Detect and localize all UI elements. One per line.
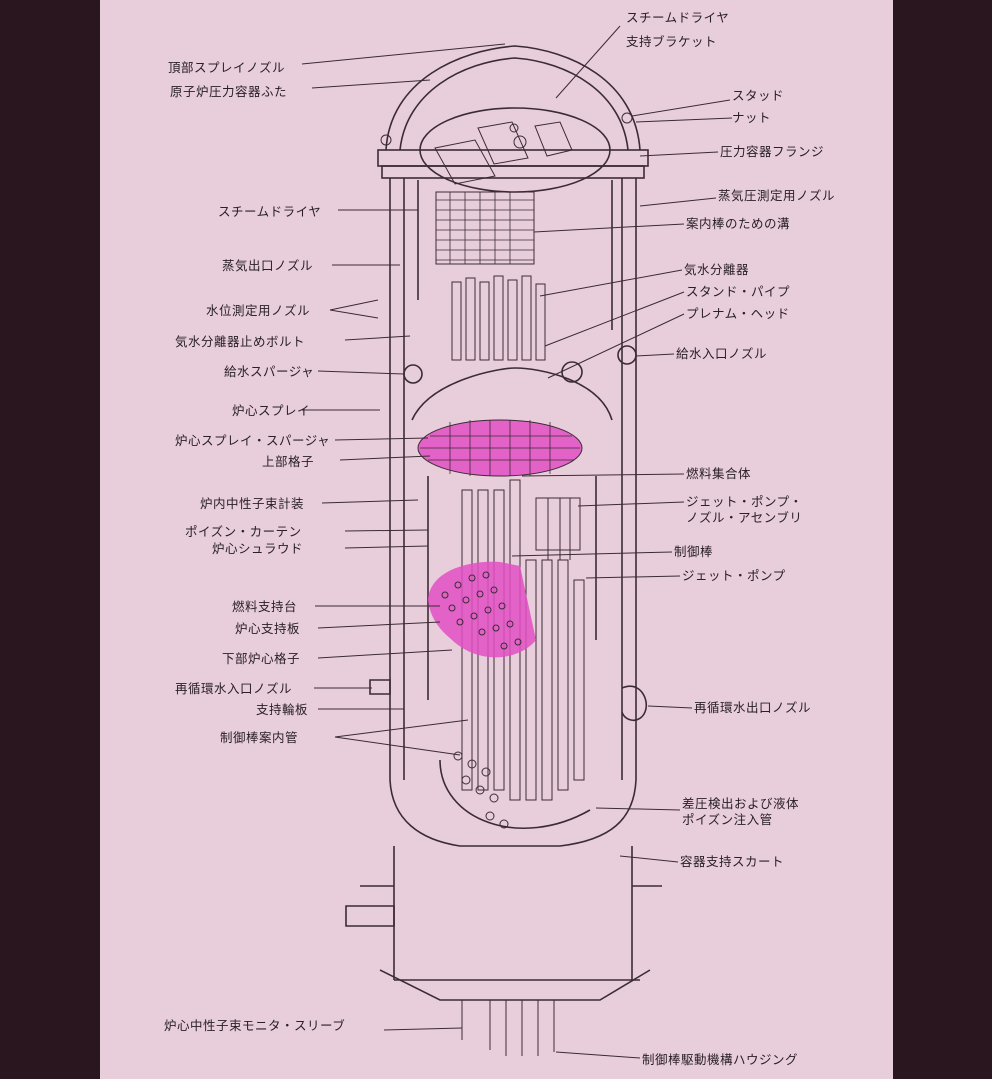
- label-flux-monitor-sleeve: 炉心中性子束モニタ・スリーブ: [164, 1018, 345, 1033]
- dryer-vanes: [434, 121, 573, 185]
- label-core-shroud: 炉心シュラウド: [212, 541, 303, 556]
- label-lower-core-grid: 下部炉心格子: [222, 651, 300, 666]
- label-level-nozzle: 水位測定用ノズル: [206, 303, 310, 318]
- crd-housings: [461, 1000, 555, 1056]
- labels-right: スチームドライヤ 支持ブラケット スタッド ナット 圧力容器フランジ 蒸気圧測定…: [626, 10, 835, 1067]
- label-support-skirt: 容器支持スカート: [680, 854, 784, 869]
- label-recirc-outlet: 再循環水出口ノズル: [694, 700, 811, 715]
- leader-lines-left: [301, 43, 506, 1031]
- label-nut: ナット: [732, 110, 771, 125]
- label-vessel-flange: 圧力容器フランジ: [720, 144, 824, 159]
- label-top-spray-nozzle: 頂部スプレイノズル: [168, 60, 285, 75]
- label-steam-dryer-left: スチームドライヤ: [218, 204, 321, 219]
- label-poison-curtain: ポイズン・カーテン: [185, 524, 302, 539]
- separator-pipes: [451, 275, 546, 361]
- label-feedwater-sparger: 給水スパージャ: [224, 364, 314, 379]
- core-plate-holes: [441, 571, 522, 650]
- label-crd-housing: 制御棒駆動機構ハウジング: [642, 1052, 798, 1067]
- label-steam-separator: 気水分離器: [684, 262, 749, 277]
- label-feedwater-inlet: 給水入口ノズル: [676, 346, 767, 361]
- label-support-ring: 支持輪板: [256, 702, 308, 717]
- label-steam-dryer-right: スチームドライヤ: [626, 10, 729, 25]
- label-core-plate: 炉心支持板: [235, 621, 300, 636]
- top-guide-grid: [420, 420, 580, 476]
- labels-left: 頂部スプレイノズル 原子炉圧力容器ふた スチームドライヤ 蒸気出口ノズル 水位測…: [164, 60, 345, 1033]
- leader-lines-right: [511, 25, 733, 1059]
- label-control-rod: 制御棒: [674, 544, 713, 559]
- label-steam-outlet-nozzle: 蒸気出口ノズル: [222, 258, 313, 273]
- label-guide-rod-groove: 案内棒のための溝: [686, 216, 790, 231]
- label-dp-detection-1: 差圧検出および液体: [682, 796, 799, 811]
- label-jet-pump: ジェット・ポンプ: [682, 568, 786, 583]
- guide-tubes: [453, 751, 509, 829]
- label-fuel-assembly: 燃料集合体: [686, 466, 751, 481]
- label-recirc-inlet: 再循環水入口ノズル: [175, 681, 292, 696]
- label-vessel-head: 原子炉圧力容器ふた: [170, 84, 287, 99]
- label-support-bracket: 支持ブラケット: [626, 34, 717, 49]
- label-jet-pump-nozzle-1: ジェット・ポンプ・: [686, 494, 803, 509]
- label-standpipe: スタンド・パイプ: [686, 284, 790, 299]
- paper-sheet: [100, 0, 893, 1079]
- label-crd-guide-tube: 制御棒案内管: [220, 730, 298, 745]
- label-pressure-nozzle: 蒸気圧測定用ノズル: [718, 188, 835, 203]
- label-fuel-support: 燃料支持台: [232, 599, 297, 614]
- label-core-spray-sparger: 炉心スプレイ・スパージャ: [175, 433, 330, 448]
- label-plenum-head: プレナム・ヘッド: [686, 306, 790, 321]
- label-top-guide: 上部格子: [262, 454, 314, 469]
- label-incore-instrument: 炉内中性子束計装: [200, 496, 304, 511]
- label-dp-detection-2: ポイズン注入管: [682, 812, 773, 827]
- dryer-grid: [436, 192, 534, 264]
- label-jet-pump-nozzle-2: ノズル・アセンブリ: [686, 510, 802, 525]
- label-separator-bolt: 気水分離器止めボルト: [175, 334, 305, 349]
- label-stud: スタッド: [732, 88, 784, 103]
- label-core-spray: 炉心スプレイ: [232, 403, 310, 418]
